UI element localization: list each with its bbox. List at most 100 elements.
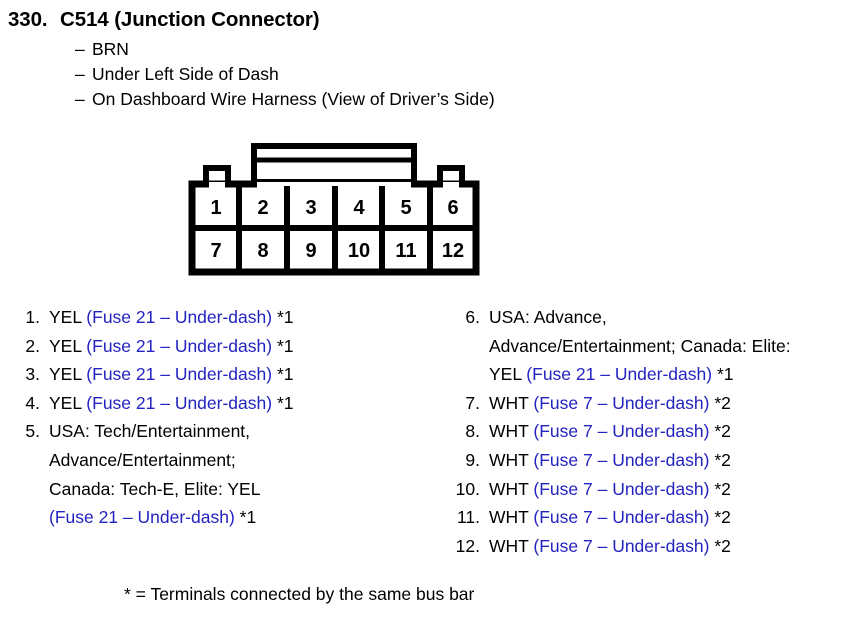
pin-number: 2. (25, 335, 40, 356)
pin-description: YEL (Fuse 21 – Under-dash) *1 (49, 303, 434, 332)
fuse-reference: (Fuse 7 – Under-dash) (533, 392, 710, 413)
pin-description-line: WHT (Fuse 7 – Under-dash) *2 (489, 503, 845, 532)
pin-list-left: 1. YEL (Fuse 21 – Under-dash) *1 2. YEL (Fu… (14, 303, 434, 532)
pin-text: *2 (709, 449, 731, 470)
pin-number: 9. (465, 449, 480, 470)
pin-text: WHT (489, 449, 534, 470)
pin-list-item: 2. YEL (Fuse 21 – Under-dash) *1 (14, 332, 434, 361)
pin-text: *1 (712, 364, 734, 385)
pin-list-item: 7. WHT (Fuse 7 – Under-dash) *2 (445, 389, 845, 418)
fuse-reference: (Fuse 7 – Under-dash) (533, 535, 710, 556)
pin-cell-12: 12 (442, 240, 464, 262)
pin-description: WHT (Fuse 7 – Under-dash) *2 (489, 417, 845, 446)
connector-attribute-list: – BRN – Under Left Side of Dash – On Das… (8, 37, 838, 112)
pin-description: WHT (Fuse 7 – Under-dash) *2 (489, 446, 845, 475)
pin-cell-9: 9 (305, 240, 316, 262)
connector-latch-icon (251, 143, 417, 185)
pin-description: YEL (Fuse 21 – Under-dash) *1 (49, 360, 434, 389)
fuse-reference: (Fuse 7 – Under-dash) (533, 421, 710, 442)
pin-number: 8. (465, 421, 480, 442)
pin-text: *1 (272, 392, 294, 413)
pin-cell-3: 3 (305, 197, 316, 219)
fuse-reference: (Fuse 21 – Under-dash) (86, 364, 273, 385)
list-item: – BRN (75, 37, 838, 62)
pin-description-line: YEL (Fuse 21 – Under-dash) *1 (489, 360, 845, 389)
pin-text: YEL (49, 335, 87, 356)
fuse-reference: (Fuse 21 – Under-dash) (86, 392, 273, 413)
list-item-label: Under Left Side of Dash (92, 64, 279, 84)
pin-number: 7. (465, 392, 480, 413)
connector-header: 330. C514 (Junction Connector) – BRN – U… (8, 8, 838, 112)
pin-description-line: WHT (Fuse 7 – Under-dash) *2 (489, 532, 845, 561)
pin-description: WHT (Fuse 7 – Under-dash) *2 (489, 503, 845, 532)
pin-description: USA: Tech/Entertainment, Advance/Entertai… (49, 417, 434, 531)
pin-list-item: 8. WHT (Fuse 7 – Under-dash) *2 (445, 417, 845, 446)
pin-description-line: Canada: Tech-E, Elite: YEL (49, 475, 434, 504)
pin-description-line: YEL (Fuse 21 – Under-dash) *1 (49, 389, 434, 418)
pin-text: *2 (709, 507, 731, 528)
pin-cell-1: 1 (210, 197, 221, 219)
pin-description-line: USA: Tech/Entertainment, (49, 417, 434, 446)
pin-text: Advance/Entertainment; (49, 449, 236, 470)
pin-description-line: Advance/Entertainment; Canada: Elite: (489, 332, 845, 361)
dash-marker: – (75, 64, 85, 84)
pin-cell-2: 2 (257, 197, 268, 219)
entry-number: 330. (8, 8, 48, 31)
pin-list-item: 6. USA: Advance, Advance/Entertainment; Ca… (445, 303, 845, 389)
pin-description-line: WHT (Fuse 7 – Under-dash) *2 (489, 446, 845, 475)
pin-text: *1 (272, 364, 294, 385)
pin-description-line: USA: Advance, (489, 303, 845, 332)
pin-description-line: WHT (Fuse 7 – Under-dash) *2 (489, 389, 845, 418)
connector-title: C514 (Junction Connector) (60, 8, 320, 31)
list-item-label: On Dashboard Wire Harness (View of Drive… (92, 89, 495, 109)
pin-description-line: Advance/Entertainment; (49, 446, 434, 475)
pin-description-line: YEL (Fuse 21 – Under-dash) *1 (49, 332, 434, 361)
pin-description-line: (Fuse 21 – Under-dash) *1 (49, 503, 434, 532)
pin-text: *1 (234, 507, 257, 528)
pin-cell-5: 5 (400, 197, 411, 219)
pin-list-item: 11.WHT (Fuse 7 – Under-dash) *2 (445, 503, 845, 532)
pin-cell-4: 4 (353, 197, 365, 219)
pin-list-item: 1. YEL (Fuse 21 – Under-dash) *1 (14, 303, 434, 332)
list-item: – Under Left Side of Dash (75, 62, 838, 87)
fuse-reference: (Fuse 7 – Under-dash) (533, 478, 710, 499)
pin-text: *1 (272, 307, 294, 327)
fuse-reference: (Fuse 21 – Under-dash) (86, 335, 273, 356)
pin-column-dividers (236, 186, 433, 270)
pin-text: YEL (49, 392, 87, 413)
pin-text: Canada: Tech-E, Elite: YEL (49, 478, 261, 499)
pin-description: WHT (Fuse 7 – Under-dash) *2 (489, 532, 845, 561)
pin-description: WHT (Fuse 7 – Under-dash) *2 (489, 389, 845, 418)
pin-description: YEL (Fuse 21 – Under-dash) *1 (49, 389, 434, 418)
pin-number: 3. (25, 364, 40, 385)
pin-text: *2 (709, 421, 731, 442)
pin-number: 5. (25, 421, 40, 442)
page-title: 330. C514 (Junction Connector) (8, 8, 838, 32)
list-item: – On Dashboard Wire Harness (View of Dri… (75, 87, 838, 112)
pin-number: 12. (455, 535, 480, 556)
pin-number: 10. (455, 478, 480, 499)
pin-text: WHT (489, 421, 534, 442)
pin-cell-6: 6 (447, 197, 458, 219)
pin-number: 6. (465, 307, 480, 327)
dash-marker: – (75, 39, 85, 59)
pin-text: *1 (272, 335, 294, 356)
pin-text: YEL (49, 307, 87, 327)
pin-text: WHT (489, 392, 534, 413)
pin-list-item: 3. YEL (Fuse 21 – Under-dash) *1 (14, 360, 434, 389)
pin-text: YEL (489, 364, 527, 385)
list-item-label: BRN (92, 39, 129, 59)
pin-list-right: 6. USA: Advance, Advance/Entertainment; Ca… (445, 303, 845, 560)
pin-text: WHT (489, 507, 534, 528)
fuse-reference: (Fuse 21 – Under-dash) (49, 507, 235, 528)
pin-cell-10: 10 (348, 240, 370, 262)
pin-cell-8: 8 (257, 240, 268, 262)
pin-description-line: YEL (Fuse 21 – Under-dash) *1 (49, 303, 434, 332)
pin-number: 1. (25, 307, 40, 327)
pin-list-item: 10.WHT (Fuse 7 – Under-dash) *2 (445, 475, 845, 504)
pin-text: WHT (489, 478, 534, 499)
fuse-reference: (Fuse 7 – Under-dash) (533, 507, 710, 528)
pin-description: YEL (Fuse 21 – Under-dash) *1 (49, 332, 434, 361)
pin-text: Advance/Entertainment; Canada: Elite: (489, 335, 791, 356)
connector-diagram: 1 2 3 4 5 6 7 8 9 10 11 12 (186, 142, 486, 282)
